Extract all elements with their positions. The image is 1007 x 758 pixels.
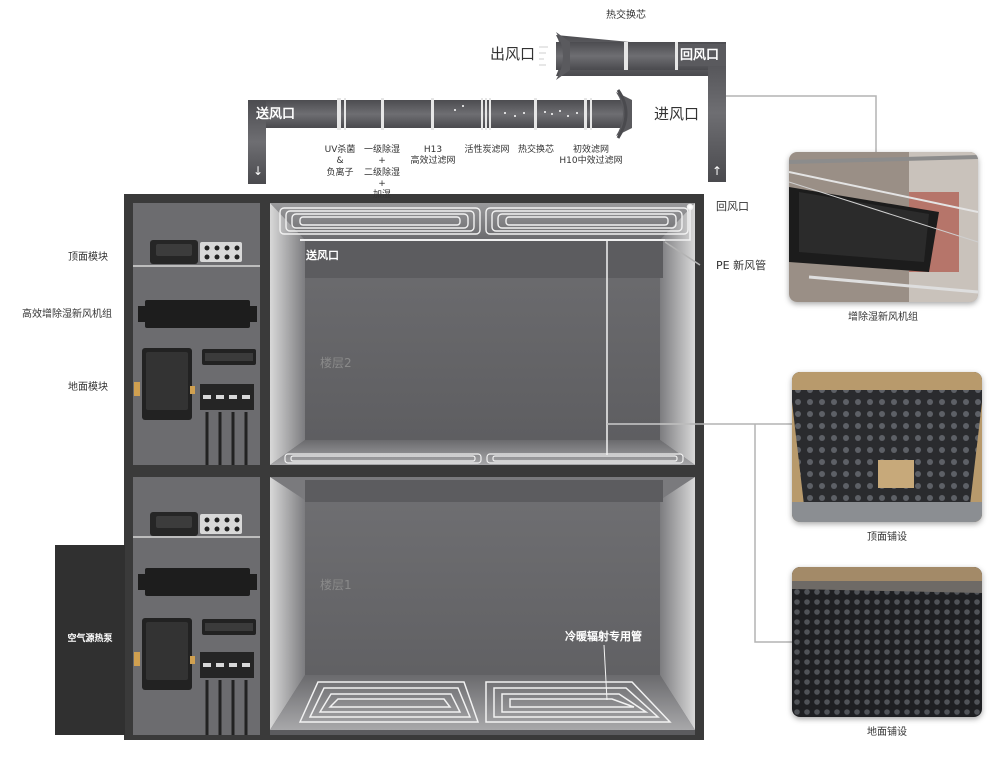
stage-dehumidify: 一级除湿 + 二级除湿 + 加湿 (363, 145, 401, 200)
floor1-pipes (298, 681, 672, 723)
photo-floor-install (792, 567, 982, 717)
label-fresh-air-unit: 高效增除湿新风机组 (22, 309, 112, 320)
label-floor2: 楼层2 (320, 356, 352, 370)
label-floor1: 楼层1 (320, 578, 352, 592)
label-return-vent: 回风口 (716, 200, 749, 213)
equipment-upper (134, 240, 257, 465)
svg-text:↑: ↑ (712, 164, 722, 178)
label-floor-module: 地面模块 (68, 382, 108, 393)
stage-carbon: 活性炭滤网 (464, 145, 510, 155)
label-pe-duct: PE 新风管 (716, 259, 767, 272)
heat-pump-label: 空气源热泵 (67, 634, 113, 644)
return-label-duct: 回风口 (680, 48, 720, 63)
ceiling-pipes (279, 207, 689, 235)
label-top-module: 顶面模块 (68, 252, 108, 263)
room-floor1 (270, 477, 695, 735)
stage-heat-core: 热交换芯 (517, 145, 555, 155)
stage-uv: UV杀菌 & 负离子 (324, 145, 356, 178)
photo-fresh-air-unit (789, 152, 978, 302)
svg-text:↓: ↓ (253, 164, 263, 178)
room-floor2 (270, 203, 695, 465)
leader-lines (607, 95, 877, 643)
label-supply-vent: 送风口 (306, 249, 339, 262)
caption-ceiling-install: 顶面铺设 (867, 532, 907, 543)
top-core-label: 热交换芯 (606, 10, 646, 21)
main-duct: ↓ ↑ (248, 89, 722, 184)
air-source-heat-pump: 空气源热泵 (55, 545, 125, 735)
stage-filters: 初效滤网 H10中效过滤网 (559, 145, 623, 167)
equipment-lower (134, 512, 257, 735)
floor2-pipes (284, 453, 684, 464)
caption-floor-install: 地面铺设 (867, 727, 907, 738)
upper-duct (539, 32, 726, 182)
supply-label-duct: 送风口 (256, 107, 296, 122)
stage-h13: H13 高效过滤网 (410, 145, 456, 167)
caption-fresh-air-unit: 增除湿新风机组 (848, 312, 918, 323)
inlet-label: 进风口 (654, 105, 700, 123)
label-radiant-pipe: 冷暖辐射专用管 (565, 630, 642, 643)
photo-ceiling-install (792, 372, 982, 522)
outlet-label: 出风口 (490, 45, 536, 63)
